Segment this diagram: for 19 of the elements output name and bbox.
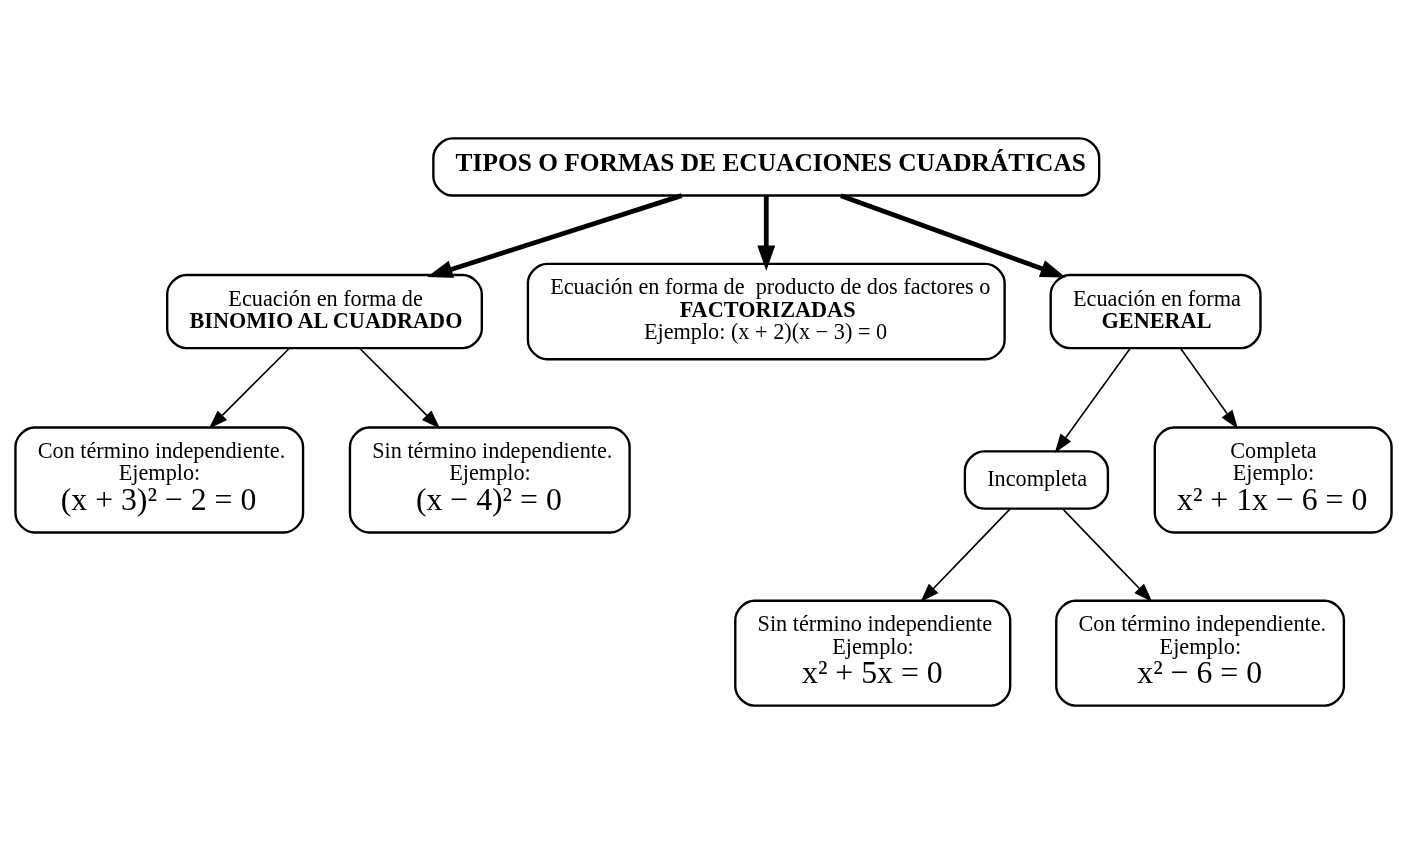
arrow	[1054, 347, 1132, 453]
node-box: Ecuación en forma de producto de dos factores o FACTORIZADAS Ejemplo: (x + 2)(x − 3) = 0	[526, 262, 1006, 361]
node-box: Ecuación en forma de BINOMIO AL CUADRADO	[166, 273, 483, 350]
arrow	[920, 508, 1011, 603]
node-box: Con término independiente. Ejemplo: (x + 3)² − 2 = 0	[14, 426, 305, 534]
node-box: Sin término independiente. Ejemplo: (x − 4)² = 0	[348, 426, 631, 534]
node-box: Completa Ejemplo: x² + 1x − 6 = 0	[1153, 426, 1393, 534]
node-box: Con término independiente. Ejemplo: x² − 6 = 0	[1055, 599, 1346, 707]
node-box: TIPOS O FORMAS DE ECUACIONES CUADRÁTICAS	[432, 137, 1101, 197]
arrow	[358, 347, 441, 429]
node-box: Ecuación en forma GENERAL	[1049, 273, 1262, 350]
arrow	[840, 193, 1066, 278]
arrow	[1179, 347, 1239, 430]
arrow	[1061, 508, 1153, 603]
arrow	[757, 195, 776, 272]
arrow	[208, 347, 291, 429]
node-box: Incompleta	[963, 450, 1110, 510]
arrow	[427, 193, 683, 278]
node-box: Sin término independiente Ejemplo: x² + 5x = 0	[734, 599, 1012, 707]
